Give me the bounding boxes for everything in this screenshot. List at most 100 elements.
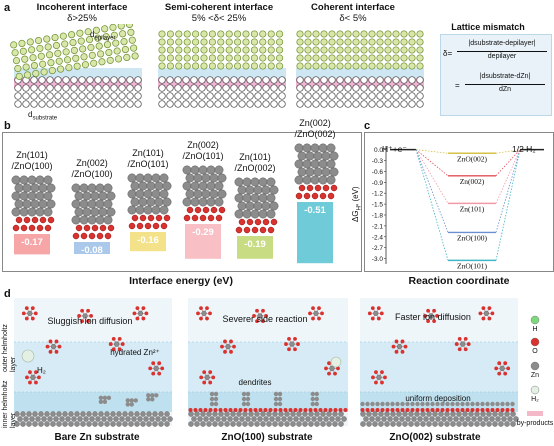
substrate-atom: [352, 76, 360, 84]
substrate-atom: [110, 92, 118, 100]
epilayer-atom: [225, 54, 233, 62]
epilayer-atom: [225, 62, 233, 70]
water-oxygen: [426, 319, 430, 324]
zn-substrate-atom: [197, 416, 203, 422]
zinc-atom: [35, 207, 45, 217]
oxygen-atom: [47, 216, 55, 224]
uniform-zn-layer: [490, 401, 495, 407]
water-oxygen: [336, 366, 340, 371]
substrate-atom: [296, 92, 304, 100]
delta-g-axis-label: ΔGH* (eV): [351, 186, 363, 222]
zn-substrate-atom: [393, 416, 399, 422]
outer-helmholtz-layer: [188, 342, 348, 392]
zinc-atom: [217, 173, 227, 183]
epilayer-atom: [19, 47, 27, 55]
epilayer-atom: [88, 51, 96, 59]
epilayer-atom: [384, 46, 392, 54]
zno-layer-atom: [420, 408, 425, 412]
epilayer-atom: [259, 38, 267, 46]
water-oxygen: [293, 347, 297, 352]
epilayer-atom: [73, 62, 81, 70]
epilayer-atom: [360, 38, 368, 46]
substrate-atom: [38, 84, 46, 92]
zinc-atom: [198, 165, 208, 175]
zn-substrate-atom: [155, 416, 161, 422]
legend-label: O: [532, 348, 538, 355]
oxygen-atom: [319, 192, 327, 200]
epilayer-atom: [352, 46, 360, 54]
zinc-atom: [79, 183, 89, 193]
zn-substrate-atom: [140, 421, 146, 427]
oxygen-atom: [36, 224, 44, 232]
zn-substrate-atom: [209, 416, 215, 422]
epilayer-atom: [158, 62, 166, 70]
epilayer-atom: [175, 62, 183, 70]
substrate-atom: [392, 100, 400, 108]
zn-substrate-atom: [188, 411, 194, 417]
series-connector: [415, 149, 449, 233]
oxygen-atom: [259, 226, 267, 234]
zn-ion: [460, 341, 466, 347]
zinc-atom: [214, 165, 224, 175]
structure-label-line1: Zn(101): [239, 152, 271, 162]
inner-helmholtz-layer: [14, 392, 172, 412]
epilayer-atom: [267, 30, 275, 38]
water-oxygen: [148, 366, 153, 371]
epilayer-atom: [416, 62, 424, 70]
zinc-atom: [27, 191, 37, 201]
bare-zn-hydrated-text: hydrated Zn²⁺: [110, 348, 160, 357]
epilayer-atom: [234, 38, 242, 46]
oxygen-atom: [238, 218, 246, 226]
substrate-atom: [174, 76, 182, 84]
zn-substrate-atom: [483, 416, 489, 422]
zn-substrate-atom: [140, 411, 146, 417]
substrate-atom: [22, 92, 30, 100]
substrate-atom: [46, 76, 54, 84]
epilayer-atom: [127, 28, 135, 36]
substrate-atom: [262, 84, 270, 92]
epilayer-atom: [97, 50, 105, 58]
zinc-atom: [310, 175, 320, 185]
oxygen-atom: [44, 224, 52, 232]
zinc-atom: [98, 207, 108, 217]
zn-substrate-atom: [438, 411, 444, 417]
water-oxygen: [223, 339, 227, 344]
zn-substrate-atom: [71, 416, 77, 422]
zn-dendrite-atom: [273, 396, 279, 402]
substrate-atom: [304, 100, 312, 108]
epilayer-atom: [98, 58, 106, 66]
zinc-atom: [245, 201, 255, 211]
zn-deposit: [125, 398, 130, 403]
substrate-atom: [360, 76, 368, 84]
bare-zn-h2-text: H₂: [37, 366, 46, 375]
substrate-atom: [296, 76, 304, 84]
epilayer-atom: [114, 55, 123, 63]
zinc-atom: [193, 189, 203, 199]
water-oxygen: [255, 308, 259, 313]
uniform-zn-layer: [360, 401, 365, 407]
zn-substrate-atom: [164, 421, 170, 427]
zn-substrate-atom: [266, 411, 272, 417]
water-oxygen: [77, 314, 81, 318]
epilayer-atom: [360, 62, 368, 70]
zn-substrate-atom: [23, 416, 29, 422]
zn-substrate-atom: [501, 416, 507, 422]
substrate-atom: [230, 76, 238, 84]
zn-substrate-atom: [390, 411, 396, 417]
water-oxygen: [490, 311, 495, 316]
zn-dendrite-atom: [245, 391, 251, 397]
zno100-side-reaction-text: Severer side reaction: [222, 314, 308, 324]
zn-substrate-atom: [83, 416, 89, 422]
water-oxygen: [506, 366, 511, 371]
y-tick-label: -1.2: [372, 191, 384, 198]
uniform-zn-layer: [410, 401, 415, 407]
zinc-atom: [313, 167, 323, 177]
epilayer-atom: [250, 30, 258, 38]
zn-substrate-atom: [384, 411, 390, 417]
substrate-atom: [78, 84, 86, 92]
zn-substrate-atom: [272, 421, 278, 427]
water-oxygen: [311, 316, 315, 321]
structure-label-line1: Zn(002): [76, 158, 108, 168]
substrate-atom: [110, 76, 118, 84]
zinc-atom: [237, 201, 247, 211]
